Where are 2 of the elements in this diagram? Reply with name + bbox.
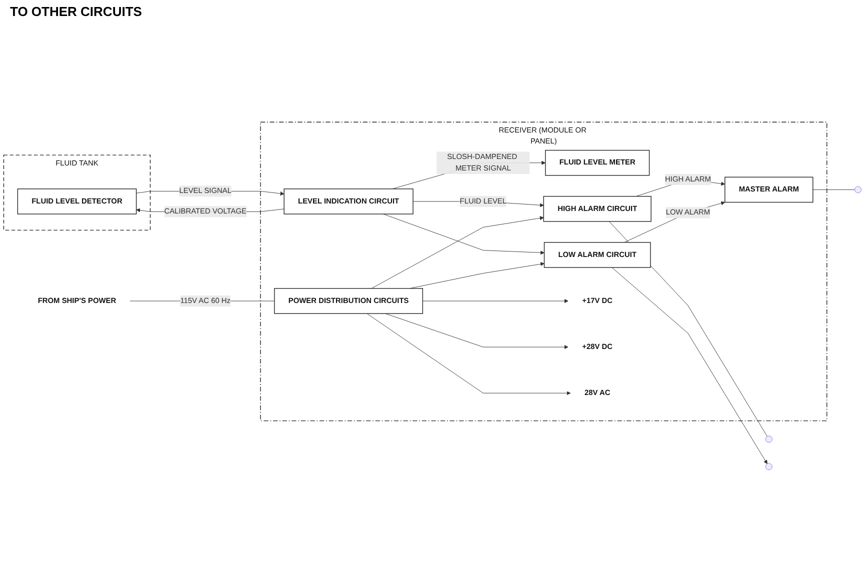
note-text: TO OTHER CIRCUITS xyxy=(10,4,143,19)
connector xyxy=(812,189,855,190)
